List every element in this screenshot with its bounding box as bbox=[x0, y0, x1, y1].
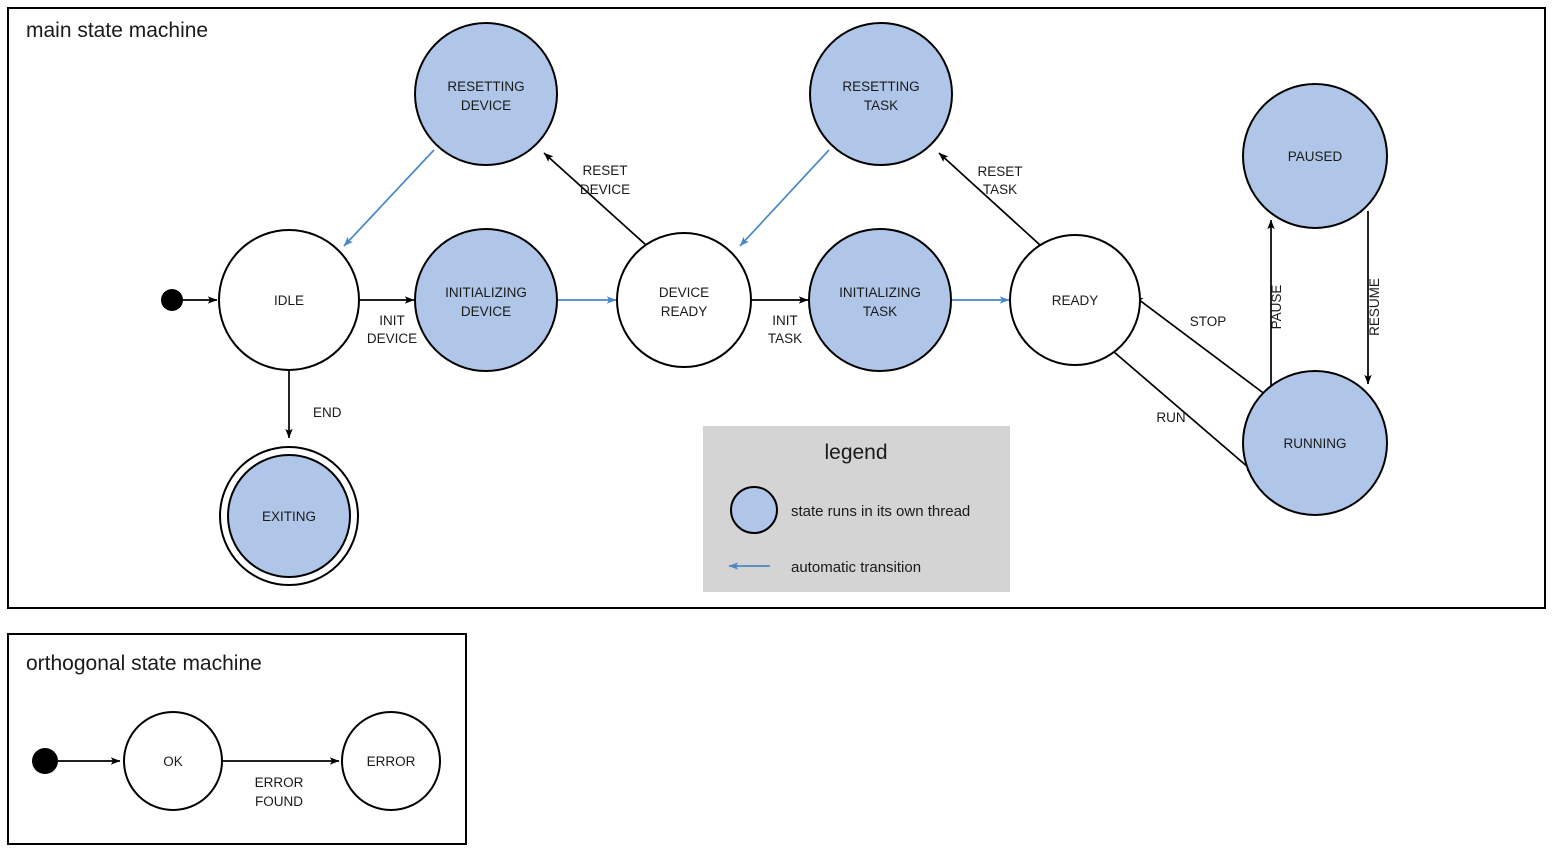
state-label-ready: READY bbox=[1052, 293, 1099, 308]
legend-automatic-transition-label: automatic transition bbox=[791, 559, 921, 576]
state-node-idle[interactable]: IDLE bbox=[218, 229, 360, 371]
transition-label-reset-task-line2: TASK bbox=[983, 182, 1017, 197]
transition-ready-to-running: RUN bbox=[1113, 351, 1257, 475]
transition-resetting-task-to-device-ready bbox=[739, 149, 830, 247]
state-label-resetting-task-line2: TASK bbox=[864, 98, 898, 113]
orthogonal-initial-state-dot[interactable] bbox=[32, 748, 58, 774]
state-node-resetting-task[interactable]: RESETTING TASK bbox=[809, 22, 953, 166]
state-node-ready[interactable]: READY bbox=[1009, 234, 1141, 366]
state-label-resetting-task-line1: RESETTING bbox=[842, 79, 919, 94]
state-node-initializing-task[interactable]: INITIALIZING TASK bbox=[808, 228, 952, 372]
state-label-paused: PAUSED bbox=[1288, 149, 1343, 164]
transition-running-to-ready: STOP bbox=[1133, 295, 1267, 396]
legend-thread-state-swatch-icon bbox=[730, 486, 778, 534]
state-label-idle: IDLE bbox=[274, 293, 304, 308]
transition-idle-to-initializing-device: INIT DEVICE bbox=[359, 296, 417, 346]
transition-ok-to-error: ERROR FOUND bbox=[222, 757, 340, 809]
transition-label-run: RUN bbox=[1156, 410, 1185, 425]
state-label-initializing-device-line2: DEVICE bbox=[461, 304, 511, 319]
state-label-initializing-task-line1: INITIALIZING bbox=[839, 285, 921, 300]
transition-label-init-task-line2: TASK bbox=[768, 331, 802, 346]
transition-label-error-found-line1: ERROR bbox=[255, 775, 304, 790]
legend-thread-state-label: state runs in its own thread bbox=[791, 503, 970, 520]
transition-label-error-found-line2: FOUND bbox=[255, 794, 303, 809]
legend: legend state runs in its own thread auto… bbox=[703, 426, 1010, 592]
main-state-machine-title: main state machine bbox=[26, 19, 208, 42]
state-label-error: ERROR bbox=[367, 754, 416, 769]
transition-label-reset-task-line1: RESET bbox=[977, 164, 1022, 179]
state-label-initializing-device-line1: INITIALIZING bbox=[445, 285, 527, 300]
transition-device-ready-to-initializing-task: INIT TASK bbox=[751, 296, 809, 346]
transition-ready-to-resetting-task: RESET TASK bbox=[938, 152, 1041, 246]
state-label-exiting: EXITING bbox=[262, 509, 316, 524]
transition-resetting-device-to-idle bbox=[343, 149, 435, 247]
state-node-device-ready[interactable]: DEVICE READY bbox=[616, 232, 752, 368]
transition-label-reset-device-line1: RESET bbox=[582, 163, 627, 178]
state-label-device-ready-line1: DEVICE bbox=[659, 285, 709, 300]
transition-label-end: END bbox=[313, 405, 342, 420]
state-node-error[interactable]: ERROR bbox=[341, 711, 441, 811]
state-node-paused[interactable]: PAUSED bbox=[1242, 83, 1388, 229]
state-node-resetting-device[interactable]: RESETTING DEVICE bbox=[414, 22, 558, 166]
orthogonal-state-machine-frame bbox=[7, 633, 467, 845]
state-node-initializing-device[interactable]: INITIALIZING DEVICE bbox=[414, 228, 558, 372]
transition-label-resume: RESUME bbox=[1367, 278, 1382, 336]
transition-label-init-task-line1: INIT bbox=[772, 313, 798, 328]
transition-label-pause: PAUSE bbox=[1269, 285, 1284, 330]
transition-idle-to-exiting: END bbox=[285, 370, 342, 439]
state-label-device-ready-line2: READY bbox=[661, 304, 708, 319]
orthogonal-state-machine-title: orthogonal state machine bbox=[26, 652, 262, 675]
state-label-resetting-device-line1: RESETTING bbox=[447, 79, 524, 94]
transition-running-to-paused: PAUSE bbox=[1267, 219, 1284, 393]
state-label-running: RUNNING bbox=[1284, 436, 1347, 451]
transition-paused-to-running: RESUME bbox=[1364, 211, 1382, 385]
transition-label-init-device-line1: INIT bbox=[379, 313, 405, 328]
main-state-machine-frame bbox=[7, 7, 1546, 609]
state-label-ok: OK bbox=[163, 754, 183, 769]
state-node-ok[interactable]: OK bbox=[123, 711, 223, 811]
transition-label-init-device-line2: DEVICE bbox=[367, 331, 417, 346]
state-node-exiting[interactable]: EXITING bbox=[219, 446, 359, 586]
state-label-initializing-task-line2: TASK bbox=[863, 304, 897, 319]
state-label-resetting-device-line2: DEVICE bbox=[461, 98, 511, 113]
main-initial-state-dot[interactable] bbox=[161, 289, 183, 311]
transition-label-reset-device-line2: DEVICE bbox=[580, 182, 630, 197]
transition-device-ready-to-resetting-device: RESET DEVICE bbox=[543, 152, 647, 246]
state-node-running[interactable]: RUNNING bbox=[1242, 370, 1388, 516]
legend-title: legend bbox=[824, 441, 887, 464]
transition-label-stop: STOP bbox=[1190, 314, 1227, 329]
